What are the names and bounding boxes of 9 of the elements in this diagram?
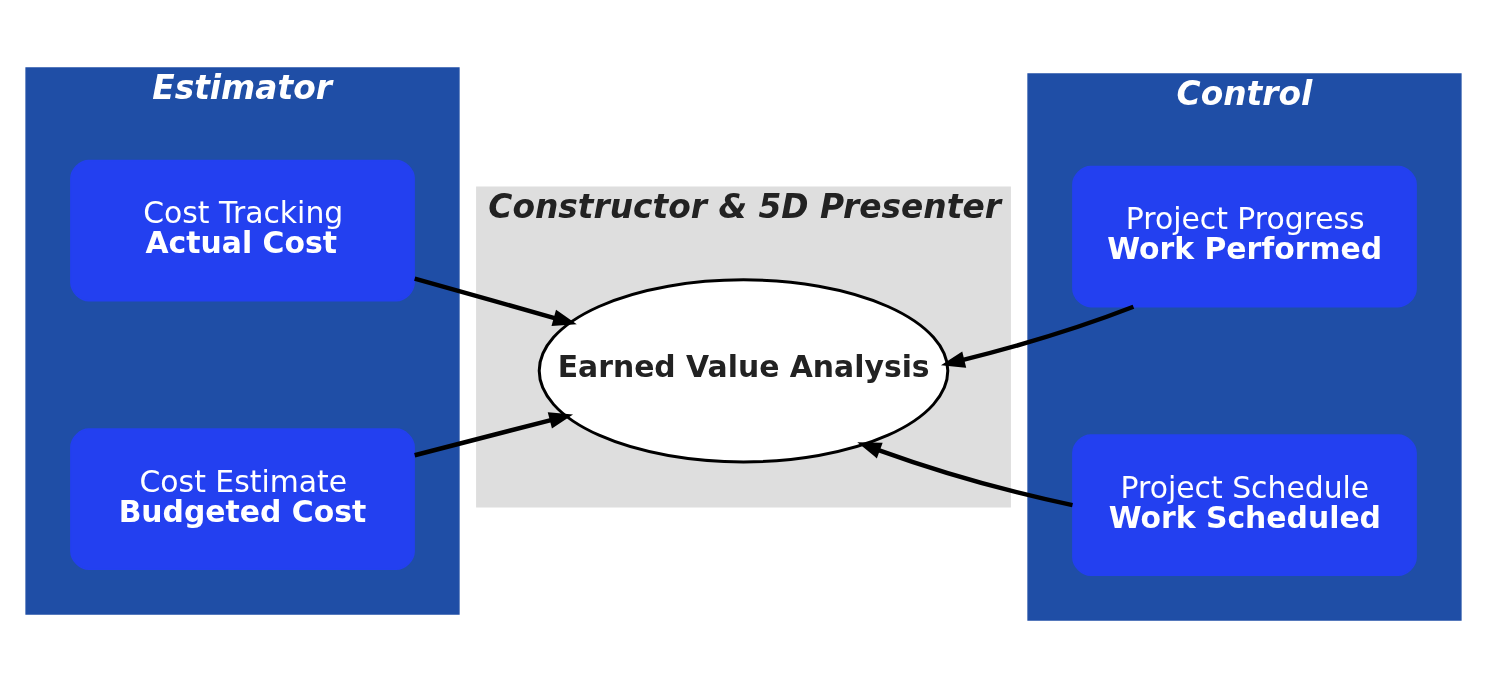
arrow (940, 304, 1135, 368)
node-ellipse: Earned Value Analysis (537, 277, 950, 463)
node-box: Cost Estimate Budgeted Cost (70, 427, 415, 570)
node-box: Project Progress Work Performed (1072, 165, 1417, 307)
arrow (414, 411, 574, 457)
arrow (857, 441, 1073, 507)
node-box: Cost Tracking Actual Cost (70, 159, 415, 301)
arrow (414, 276, 577, 326)
node-box: Project Schedule Work Scheduled (1072, 433, 1417, 576)
